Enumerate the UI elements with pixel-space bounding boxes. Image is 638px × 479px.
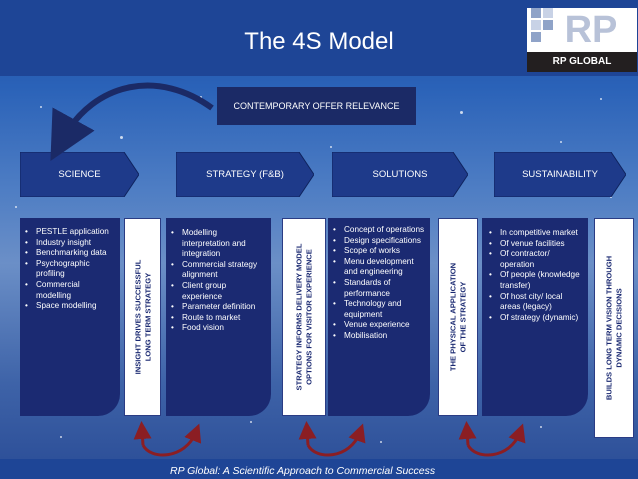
list-item: Parameter definition [171,302,267,313]
link-strategy-solutions: STRATEGY INFORMS DELIVERY MODEL OPTIONS … [282,218,326,416]
science-list: PESTLE application Industry insight Benc… [20,218,120,416]
list-item: Space modelling [25,301,116,312]
relevance-banner: CONTEMPORARY OFFER RELEVANCE [217,87,416,125]
list-item: Food vision [171,323,267,334]
list-item: Design specifications [333,236,427,247]
rp-logo-mark: RP [531,8,618,48]
list-item: Standards of performance [333,278,427,299]
list-item: Commercial strategy alignment [171,260,267,281]
sustainability-list: In competitive market Of venue facilitie… [482,218,588,416]
list-item: Client group experience [171,281,267,302]
chevron-sustainability: SUSTAINABILITY [494,152,626,197]
list-item: Venue experience [333,320,427,331]
strategy-list: Modelling interpretation and integration… [166,218,271,416]
list-item: Of contractor/ operation [489,249,584,270]
chevron-label-science: SCIENCE [58,169,101,180]
cycle-arrow-strategy-solutions [298,421,366,457]
list-item: Psychographic profiling [25,259,116,280]
list-item: Of strategy (dynamic) [489,313,584,324]
cycle-arrow-solutions-sustainability [458,421,526,457]
list-item: Scope of works [333,246,427,257]
list-item: Concept of operations [333,225,427,236]
feedback-loop-arrow [50,82,214,162]
list-item: Technology and equipment [333,299,427,320]
link-solutions-sustainability: THE PHYSICAL APPLICATION OF THE STRATEGY [438,218,478,416]
list-item: Mobilisation [333,331,427,342]
chevron-science: SCIENCE [20,152,139,197]
chevron-label-sustainability: SUSTAINABILITY [522,169,598,180]
svg-text:RP: RP [565,9,618,48]
list-item: Menu development and engineering [333,257,427,278]
list-item: Of host city/ local areas (legacy) [489,292,584,313]
cycle-arrow-science-strategy [133,421,202,457]
slide-title: The 4S Model [244,28,394,55]
list-item: Of venue facilities [489,239,584,250]
list-item: In competitive market [489,228,584,239]
link-science-strategy: INSIGHT DRIVES SUCCESSFUL LONG TERM STRA… [124,218,161,416]
list-item: Route to market [171,313,267,324]
rp-global-logo: RP RP GLOBAL [527,8,637,72]
list-item: Benchmarking data [25,248,116,259]
chevron-strategy: STRATEGY (F&B) [176,152,314,197]
footer-bar [0,459,638,479]
chevron-label-strategy: STRATEGY (F&B) [206,169,284,180]
footer-tagline: RP Global: A Scientific Approach to Comm… [170,465,436,477]
link-sustainability-science: BUILDS LONG TERM VISION THROUGH DYNAMIC … [594,218,634,438]
list-item: Commercial modelling [25,280,116,301]
list-item: Modelling interpretation and integration [171,228,267,260]
list-item: PESTLE application [25,227,116,238]
chevron-label-solutions: SOLUTIONS [372,169,428,180]
list-item: Of people (knowledge transfer) [489,270,584,291]
chevron-solutions: SOLUTIONS [332,152,468,197]
solutions-list: Concept of operations Design specificati… [328,218,430,416]
list-item: Industry insight [25,238,116,249]
logo-name: RP GLOBAL [527,52,637,72]
